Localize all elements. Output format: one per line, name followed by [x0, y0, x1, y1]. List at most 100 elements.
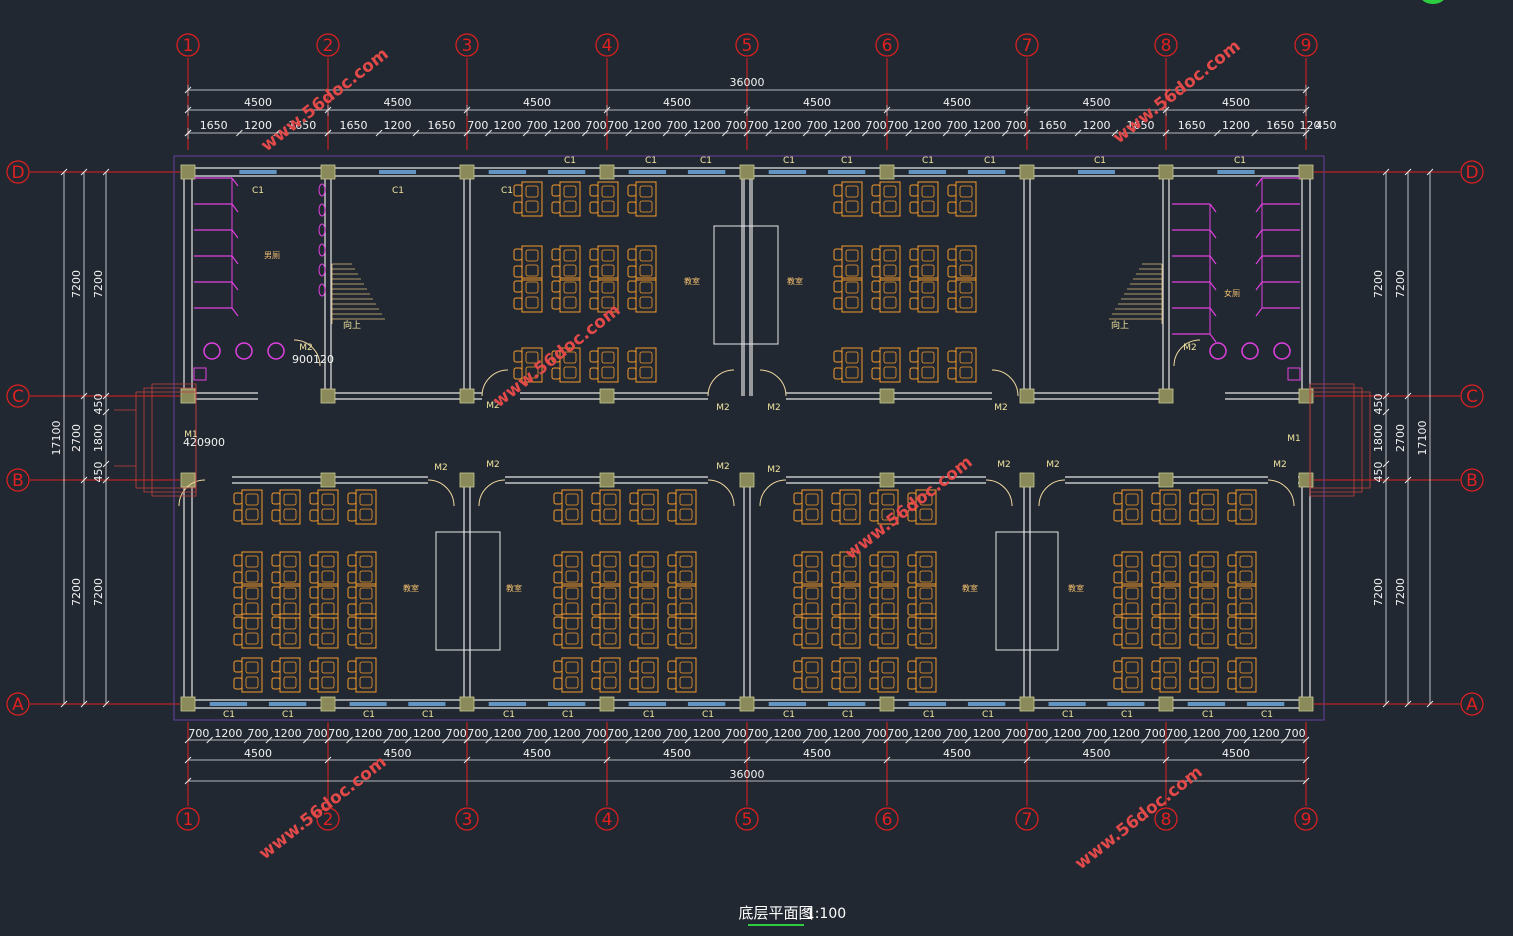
chair — [1239, 632, 1253, 645]
window-dimension-top: 1650 — [1178, 119, 1206, 132]
window-dimension-top: 120 — [1300, 119, 1321, 132]
chair — [565, 493, 579, 506]
structural-column — [1158, 696, 1174, 712]
axis-bubble — [6, 384, 30, 408]
chair — [919, 570, 933, 583]
axis-bubble — [455, 807, 479, 831]
window-glazing — [768, 170, 807, 174]
room-label-toilet: 女厕 — [1224, 288, 1240, 298]
chair — [667, 586, 677, 599]
window-dimension-bottom: 700 — [726, 727, 747, 740]
structural-column — [599, 164, 615, 180]
desk — [955, 245, 977, 281]
axis-label-column: 6 — [882, 36, 893, 56]
window-label: C1 — [783, 156, 795, 166]
bay-dimension-top: 4500 — [1083, 96, 1111, 109]
chair — [1189, 677, 1199, 690]
dimension-tick — [743, 129, 751, 137]
window-label: C1 — [643, 710, 655, 720]
desk — [635, 245, 657, 281]
chair — [831, 660, 841, 673]
window-glazing — [628, 170, 667, 174]
dimension-tick — [581, 736, 589, 744]
chair — [881, 493, 895, 506]
window-dimension-bottom: 1200 — [1112, 727, 1140, 740]
chair — [843, 661, 857, 674]
desk — [1235, 613, 1257, 649]
desk — [597, 181, 619, 217]
desk — [879, 347, 901, 383]
chair — [793, 554, 803, 567]
chair — [909, 184, 919, 197]
chair — [525, 296, 539, 309]
chair — [321, 555, 335, 568]
axis-label-row: D — [1465, 163, 1478, 183]
dimension-tick — [243, 736, 251, 744]
chair — [843, 570, 857, 583]
room-depth-right: 7200 — [1372, 270, 1385, 298]
chair — [1201, 587, 1215, 600]
dimension-tick — [102, 392, 110, 400]
sink — [1209, 342, 1227, 360]
dimension-tick — [184, 736, 192, 744]
dimension-tick — [324, 756, 332, 764]
chair — [245, 570, 259, 583]
axis-label-column: 2 — [323, 810, 334, 830]
dimension-tick — [1404, 700, 1412, 708]
desk — [915, 551, 937, 587]
chair — [309, 586, 319, 599]
desk — [1197, 657, 1219, 693]
chair — [1125, 602, 1139, 615]
desk — [917, 347, 939, 383]
chair — [589, 248, 599, 261]
chair — [871, 297, 881, 310]
desk — [915, 657, 937, 693]
chair — [629, 509, 639, 522]
furniture — [233, 181, 1257, 693]
dimension-tick — [346, 736, 353, 744]
door-swing — [759, 369, 787, 397]
chair — [641, 555, 655, 568]
chair — [869, 492, 879, 505]
chair — [359, 676, 373, 689]
window-glazing — [349, 702, 387, 706]
axis-label-row: A — [1466, 695, 1478, 715]
window-dimension-bottom: 700 — [667, 727, 688, 740]
chair — [347, 677, 357, 690]
desk — [1197, 551, 1219, 587]
chair — [603, 570, 617, 583]
chair — [1189, 660, 1199, 673]
chair — [553, 492, 563, 505]
axis-label-column: 3 — [462, 810, 473, 830]
drawing-title-text: 底层平面图 — [738, 904, 813, 922]
desk — [877, 551, 899, 587]
dimension-tick — [463, 756, 471, 764]
chair — [629, 633, 639, 646]
structural-column — [320, 164, 336, 180]
desk — [879, 181, 901, 217]
dimension-tick — [625, 129, 633, 137]
axis-bubble — [735, 33, 759, 57]
dimension-tick — [1214, 129, 1221, 137]
chair — [347, 554, 357, 567]
chair — [1163, 632, 1177, 645]
chair — [245, 617, 259, 630]
door-label: M2 — [299, 343, 313, 353]
chair — [1151, 492, 1161, 505]
chair — [831, 616, 841, 629]
window-dimension-bottom: 1200 — [973, 727, 1001, 740]
chair — [627, 280, 637, 293]
dimension-tick — [1023, 129, 1031, 137]
chair — [679, 661, 693, 674]
chair — [805, 632, 819, 645]
window-glazing — [547, 702, 586, 706]
window-dimension-top: 1200 — [693, 119, 721, 132]
chair — [1151, 571, 1161, 584]
window-dimension-bottom: 700 — [1027, 727, 1048, 740]
dimension-tick — [206, 736, 214, 744]
window-dimension-bottom: 700 — [446, 727, 467, 740]
chair — [321, 676, 335, 689]
window-dimension-bottom: 700 — [387, 727, 408, 740]
chair — [959, 366, 973, 379]
